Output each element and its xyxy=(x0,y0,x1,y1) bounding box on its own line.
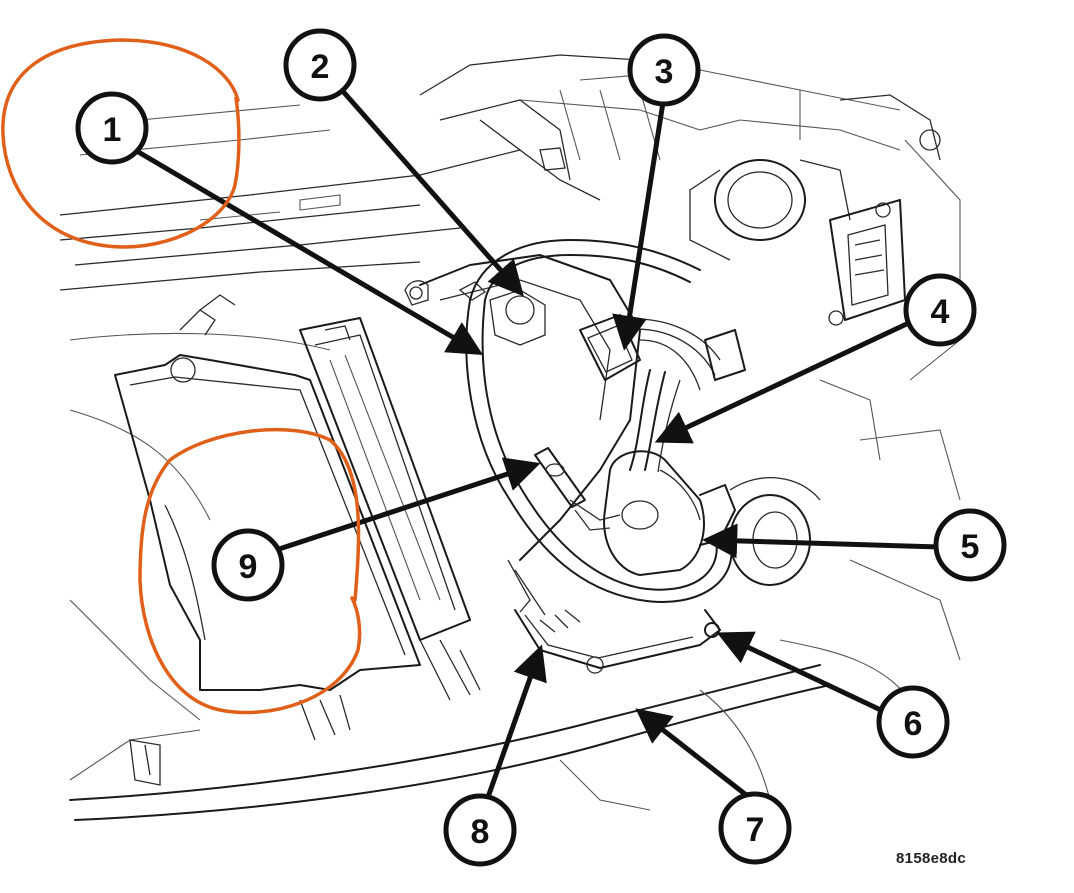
leader-3 xyxy=(612,93,667,351)
callout-1: 1 xyxy=(75,91,149,165)
callout-4-label: 4 xyxy=(931,293,950,331)
callouts: 1 2 3 4 5 6 7 8 xyxy=(75,28,1007,867)
callout-6-label: 6 xyxy=(904,705,923,743)
annotation-markup xyxy=(1,38,362,715)
markup-circle-top-left xyxy=(1,38,241,249)
callout-7-label: 7 xyxy=(746,811,765,849)
callout-3: 3 xyxy=(627,33,701,107)
callout-8-label: 8 xyxy=(471,813,490,851)
callout-8: 8 xyxy=(443,793,517,867)
leader-9 xyxy=(267,457,541,555)
leader-4 xyxy=(654,317,918,444)
component-linework xyxy=(59,54,961,821)
callout-9-label: 9 xyxy=(239,548,258,586)
callout-6: 6 xyxy=(876,685,950,759)
callout-2: 2 xyxy=(283,28,357,102)
callout-1-label: 1 xyxy=(103,111,122,149)
callout-5: 5 xyxy=(933,508,1007,582)
leader-5 xyxy=(702,523,943,559)
leader-8 xyxy=(484,644,547,803)
callout-2-label: 2 xyxy=(311,48,330,86)
callout-9: 9 xyxy=(211,528,285,602)
callout-5-label: 5 xyxy=(961,528,980,566)
markup-circle-middle-left xyxy=(138,427,362,715)
leader-6 xyxy=(716,631,888,715)
figure-id: 8158e8dc xyxy=(896,850,966,867)
leader-1 xyxy=(132,147,484,355)
leader-2 xyxy=(337,85,524,297)
callout-4: 4 xyxy=(903,273,977,347)
leader-7 xyxy=(635,708,753,801)
leader-lines xyxy=(132,85,943,803)
callout-3-label: 3 xyxy=(655,53,674,91)
callout-7: 7 xyxy=(718,791,792,865)
